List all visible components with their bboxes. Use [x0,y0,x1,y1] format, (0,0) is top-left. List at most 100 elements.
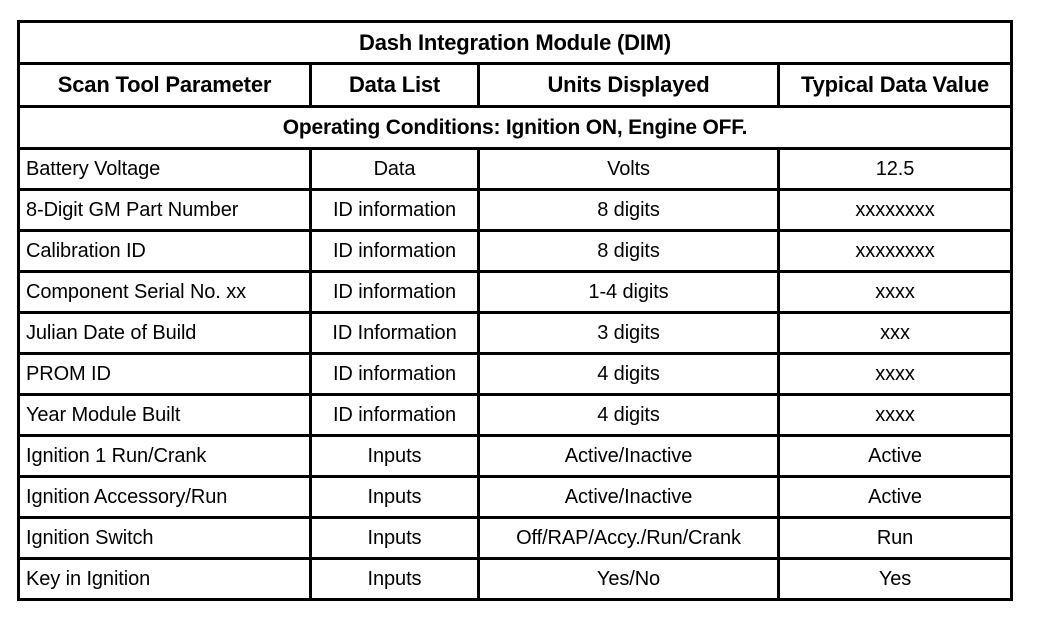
column-header-label: Units Displayed [547,72,710,97]
data-list-label: Inputs [367,567,422,590]
units-label: 1-4 digits [588,280,669,303]
cell-parameter: PROM ID [17,352,312,396]
cell-typical-value: xxxx [776,352,1014,396]
cell-typical-value: Yes [776,557,1014,601]
cell-parameter: Calibration ID [17,229,312,273]
units-label: 4 digits [597,362,660,385]
table-title-cell: Dash Integration Module (DIM) [16,20,1014,65]
operating-conditions-label: Operating Conditions: Ignition ON, Engin… [282,115,748,139]
column-header-typical-data-value: Typical Data Value [776,62,1014,108]
typical-value-label: xxxx [875,362,915,385]
cell-typical-value: Run [776,516,1014,560]
table-row: Key in Ignition Inputs Yes/No Yes [17,557,1014,601]
table-row: Ignition Switch Inputs Off/RAP/Accy./Run… [17,516,1014,560]
units-label: Volts [607,157,650,180]
cell-typical-value: xxxx [776,270,1014,314]
units-label: 8 digits [597,239,660,262]
cell-parameter: Component Serial No. xx [17,270,312,314]
table-header-row: Scan Tool Parameter Data List Units Disp… [17,62,1014,108]
table-row: Ignition 1 Run/Crank Inputs Active/Inact… [17,434,1014,478]
typical-value-label: Active [868,444,922,467]
units-label: Off/RAP/Accy./Run/Crank [516,526,741,549]
cell-units: 8 digits [477,188,780,232]
column-header-label: Typical Data Value [801,72,989,97]
cell-parameter: Ignition Accessory/Run [17,475,312,519]
cell-typical-value: xxxxxxxx [776,229,1014,273]
table-row: Ignition Accessory/Run Inputs Active/Ina… [17,475,1014,519]
cell-data-list: ID information [309,188,480,232]
parameter-label: Julian Date of Build [26,321,197,344]
cell-typical-value: Active [776,434,1014,478]
table-row: 8-Digit GM Part Number ID information 8 … [17,188,1014,232]
typical-value-label: Run [876,526,914,549]
parameter-label: Key in Ignition [26,567,151,590]
typical-value-label: Yes [878,567,912,590]
table-row: Calibration ID ID information 8 digits x… [17,229,1014,273]
cell-typical-value: Active [776,475,1014,519]
table-body: Dash Integration Module (DIM) Scan Tool … [16,20,1014,601]
data-list-label: Inputs [367,526,422,549]
parameter-label: Ignition 1 Run/Crank [26,444,207,467]
table-title: Dash Integration Module (DIM) [359,29,671,55]
units-label: 3 digits [597,321,660,344]
table-row: PROM ID ID information 4 digits xxxx [17,352,1014,396]
cell-data-list: ID information [309,393,480,437]
cell-parameter: Key in Ignition [17,557,312,601]
table-title-row: Dash Integration Module (DIM) [16,20,1014,65]
cell-units: Off/RAP/Accy./Run/Crank [477,516,780,560]
parameter-label: 8-Digit GM Part Number [26,198,239,221]
typical-value-label: xxxxxxxx [855,239,935,262]
cell-data-list: Inputs [309,557,480,601]
parameter-label: PROM ID [26,362,111,385]
cell-data-list: ID Information [309,311,480,355]
dash-integration-module-table: Dash Integration Module (DIM) Scan Tool … [16,20,1014,601]
operating-conditions-row: Operating Conditions: Ignition ON, Engin… [16,105,1014,150]
typical-value-label: 12.5 [875,157,915,180]
cell-data-list: Inputs [309,516,480,560]
table-row: Year Module Built ID information 4 digit… [17,393,1014,437]
units-label: 4 digits [597,403,660,426]
parameter-label: Component Serial No. xx [26,280,247,303]
typical-value-label: Active [868,485,922,508]
data-list-label: Inputs [367,444,422,467]
parameter-label: Year Module Built [26,403,181,426]
cell-units: Active/Inactive [477,434,780,478]
data-list-label: ID information [332,280,457,303]
cell-typical-value: xxx [776,311,1014,355]
data-list-label: ID information [332,403,457,426]
cell-data-list: ID information [309,270,480,314]
typical-value-label: xxx [880,321,910,344]
cell-data-list: Inputs [309,434,480,478]
column-header-data-list: Data List [309,62,480,108]
parameter-label: Calibration ID [26,239,146,262]
units-label: Yes/No [596,567,661,590]
typical-value-label: xxxx [875,403,915,426]
cell-parameter: 8-Digit GM Part Number [17,188,312,232]
column-header-label: Data List [348,72,441,97]
cell-data-list: Data [309,147,480,191]
cell-units: Active/Inactive [477,475,780,519]
typical-value-label: xxxxxxxx [855,198,935,221]
parameter-label: Ignition Accessory/Run [26,485,228,508]
cell-typical-value: 12.5 [776,147,1014,191]
cell-data-list: ID information [309,352,480,396]
cell-parameter: Ignition 1 Run/Crank [17,434,312,478]
cell-units: 1-4 digits [477,270,780,314]
cell-units: Yes/No [477,557,780,601]
cell-units: 4 digits [477,352,780,396]
cell-parameter: Year Module Built [17,393,312,437]
parameter-label: Battery Voltage [26,157,161,180]
data-list-label: Data [373,157,416,180]
units-label: 8 digits [597,198,660,221]
column-header-units-displayed: Units Displayed [477,62,780,108]
cell-typical-value: xxxxxxxx [776,188,1014,232]
cell-parameter: Ignition Switch [17,516,312,560]
cell-units: 4 digits [477,393,780,437]
operating-conditions-cell: Operating Conditions: Ignition ON, Engin… [16,105,1014,150]
table-row: Battery Voltage Data Volts 12.5 [17,147,1014,191]
data-list-label: ID information [332,239,457,262]
table-row: Julian Date of Build ID Information 3 di… [17,311,1014,355]
cell-parameter: Battery Voltage [17,147,312,191]
data-list-label: ID Information [332,321,457,344]
